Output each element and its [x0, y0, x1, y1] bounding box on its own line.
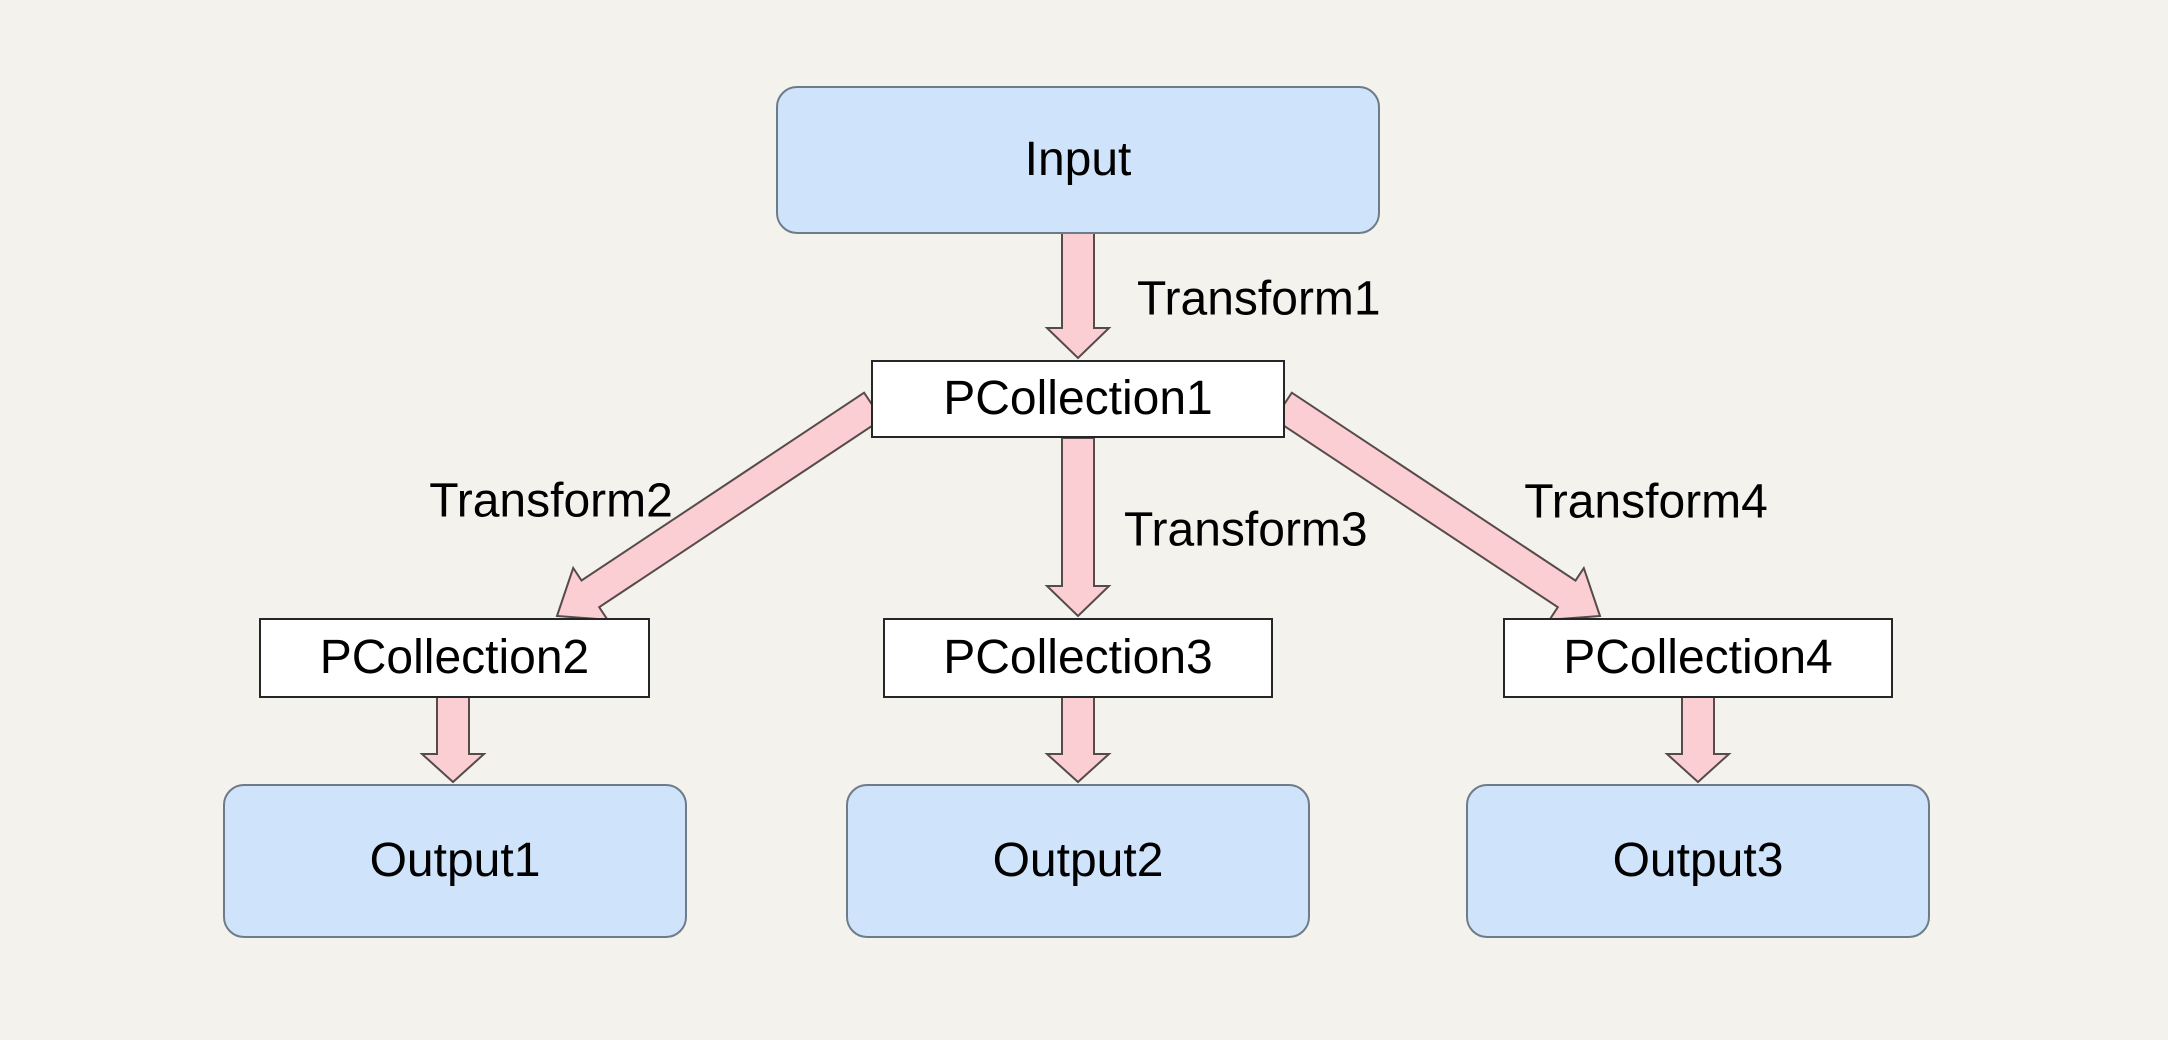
arrow-pcollection3-output2 [1044, 695, 1112, 784]
node-output2: Output2 [846, 784, 1310, 938]
arrow-pcollection2-output1 [419, 695, 487, 784]
arrow-transform3 [1044, 437, 1112, 618]
node-pcollection3: PCollection3 [883, 618, 1273, 698]
edge-label-transform1: Transform1 [1137, 272, 1381, 326]
arrow-transform4 [1272, 391, 1602, 621]
arrow-pcollection4-output3 [1664, 695, 1732, 784]
edge-label-transform2: Transform2 [429, 474, 673, 528]
node-output1: Output1 [223, 784, 687, 938]
arrow-transform2 [555, 391, 884, 621]
arrow-transform1 [1044, 231, 1112, 360]
node-input: Input [776, 86, 1380, 234]
node-pcollection1: PCollection1 [871, 360, 1285, 438]
node-pcollection4: PCollection4 [1503, 618, 1893, 698]
node-output3: Output3 [1466, 784, 1930, 938]
node-pcollection2: PCollection2 [259, 618, 650, 698]
edge-label-transform3: Transform3 [1124, 503, 1368, 557]
edge-label-transform4: Transform4 [1524, 475, 1768, 529]
